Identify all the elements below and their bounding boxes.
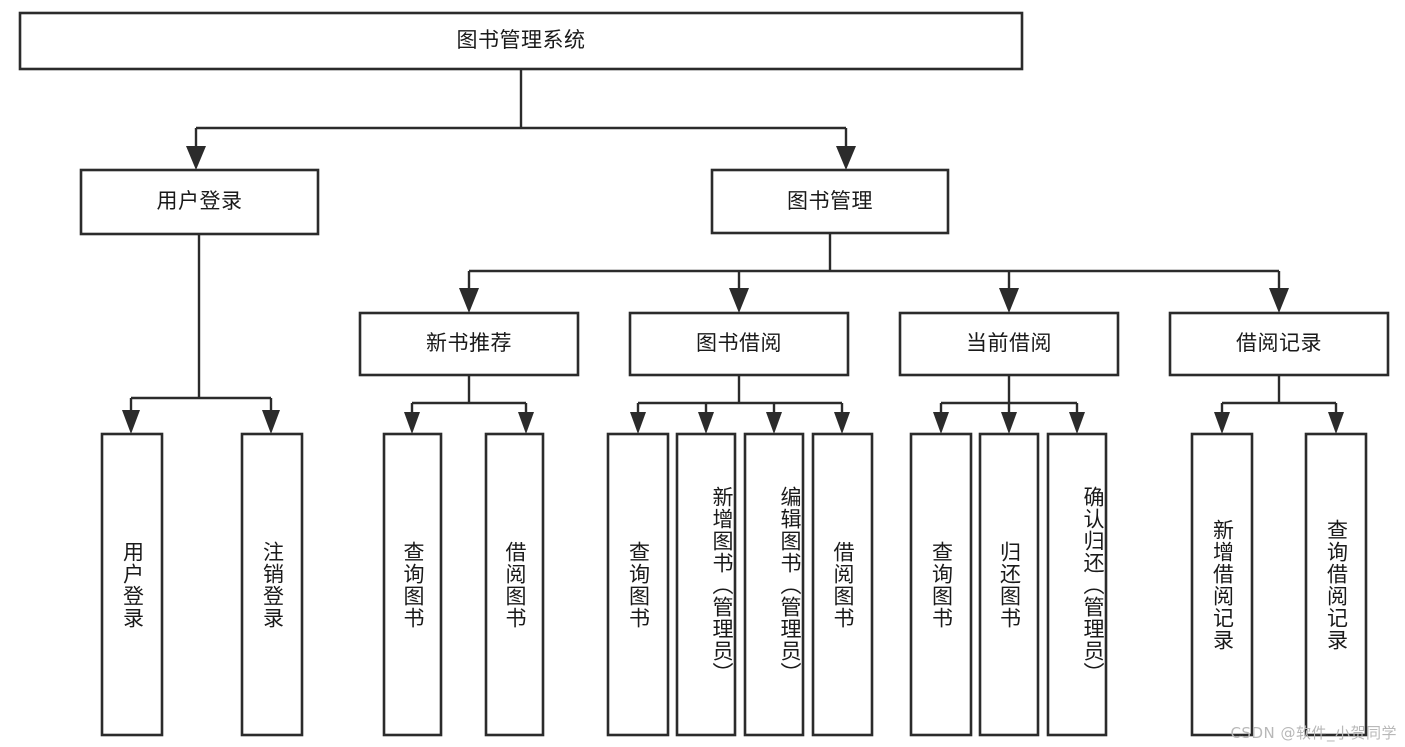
node-box-leaf-add-book[interactable] (675, 432, 737, 737)
node-box-leaf-confirm-return[interactable] (1046, 432, 1108, 737)
node-box-leaf-query-book-3[interactable] (909, 432, 973, 737)
node-box-book-management[interactable] (710, 168, 950, 235)
node-box-book-borrow[interactable] (628, 311, 850, 377)
connector-newbook-to-leaves (404, 375, 534, 434)
node-box-leaf-logout[interactable] (240, 432, 304, 737)
node-box-leaf-borrow-book-1[interactable] (484, 432, 545, 737)
connector-userlogin-to-leaves (122, 234, 280, 434)
connector-currentborrow-to-leaves (933, 375, 1085, 434)
connector-bookborrow-to-leaves (630, 375, 850, 434)
node-box-new-book-recommend[interactable] (358, 311, 580, 377)
node-box-borrow-record[interactable] (1168, 311, 1390, 377)
node-box-leaf-return-book[interactable] (978, 432, 1040, 737)
connector-borrowrecord-to-leaves (1214, 375, 1344, 434)
node-box-leaf-add-record[interactable] (1190, 432, 1254, 737)
node-box-user-login[interactable] (79, 168, 320, 236)
node-box-leaf-query-book-1[interactable] (382, 432, 443, 737)
connector-bookmgmt-to-level2 (459, 233, 1289, 313)
node-box-current-borrow[interactable] (898, 311, 1120, 377)
node-box-leaf-edit-book[interactable] (743, 432, 805, 737)
node-box-leaf-query-record[interactable] (1304, 432, 1368, 737)
node-box-leaf-query-book-2[interactable] (606, 432, 670, 737)
node-box-root[interactable] (18, 11, 1024, 71)
node-box-leaf-borrow-book-2[interactable] (811, 432, 874, 737)
node-box-leaf-user-login[interactable] (100, 432, 164, 737)
connector-root-to-level1 (186, 69, 856, 170)
